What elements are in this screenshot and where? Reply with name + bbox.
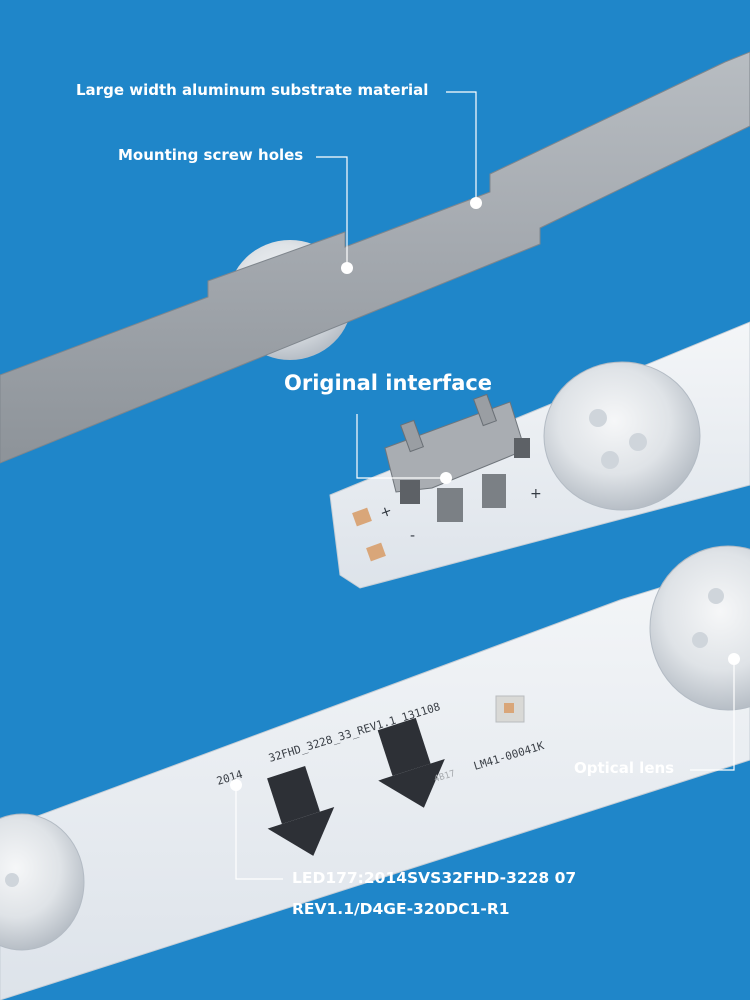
minus-mark: - (410, 528, 415, 544)
label-model-line2: REV1.1/D4GE-320DC1-R1 (292, 900, 510, 918)
connector (384, 393, 530, 522)
optical-lens-top (543, 361, 701, 511)
label-substrate: Large width aluminum substrate material (76, 81, 429, 99)
label-interface: Original interface (284, 371, 493, 395)
connector-board: + + - (329, 321, 750, 589)
leader-dots (230, 197, 740, 791)
label-optical-lens: Optical lens (574, 759, 675, 777)
plus-mark-left: + (378, 503, 394, 522)
arrow-mark-1 (267, 766, 335, 856)
arrow-mark-2 (377, 717, 445, 808)
aluminum-substrate (0, 51, 750, 464)
leader-lines (235, 91, 735, 880)
label-screw-holes: Mounting screw holes (118, 146, 304, 164)
optical-lens-left (0, 813, 85, 951)
plus-mark-right: + (530, 486, 542, 502)
label-model-line1: LED177:2014SVS32FHD-3228 07 (292, 869, 577, 887)
optical-lens-right (649, 545, 750, 711)
